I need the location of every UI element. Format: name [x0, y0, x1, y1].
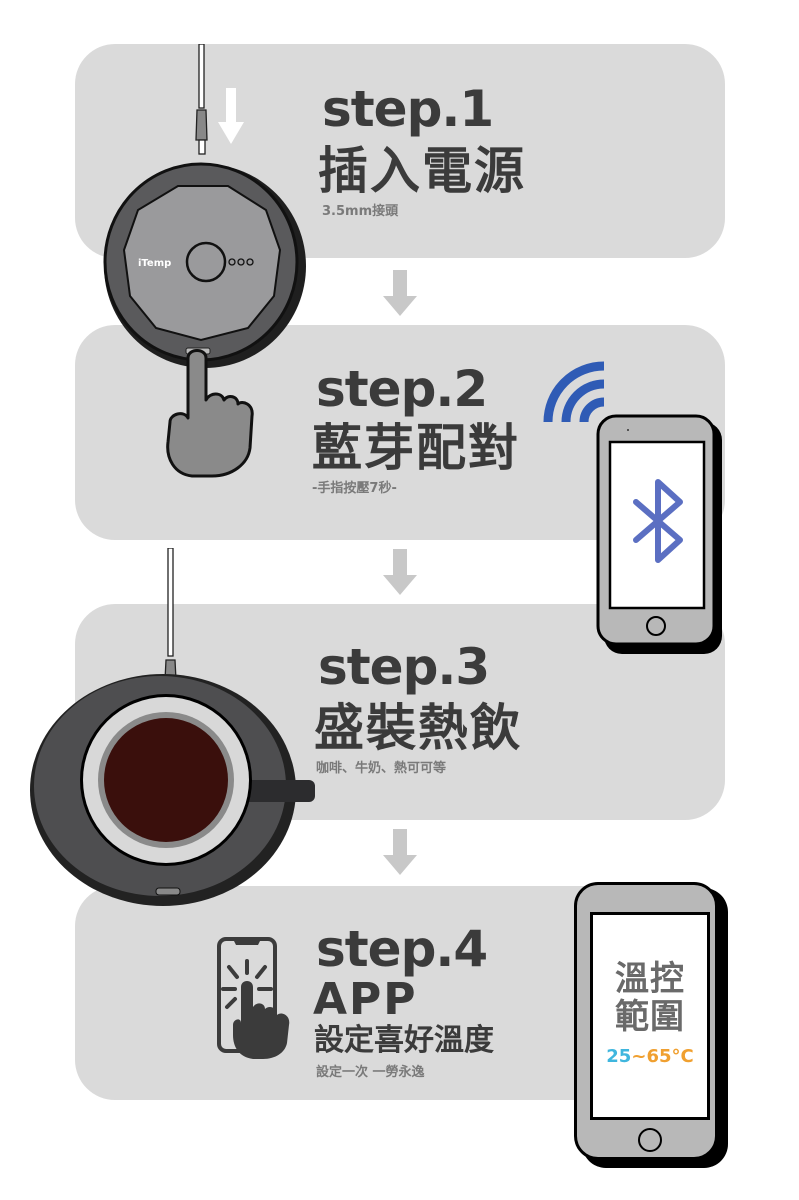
down-arrow-icon	[383, 829, 417, 875]
temp-separator: ~	[631, 1046, 647, 1067]
wifi-signal-icon	[543, 361, 605, 423]
insert-arrow-icon	[218, 88, 244, 144]
pointing-hand-icon	[166, 349, 254, 478]
phone-temperature-range: 溫控 範圍 25~65°C	[572, 880, 732, 1170]
temperature-range: 25~65°C	[590, 1046, 710, 1067]
step-1-subtitle: 3.5mm接頭	[322, 204, 399, 219]
power-cable-icon	[195, 44, 208, 155]
step-2-subtitle: -手指按壓7秒-	[312, 481, 397, 496]
screen-line-1: 溫控	[615, 959, 685, 999]
phone-touch-icon	[217, 937, 290, 1059]
screen-line-2: 範圍	[615, 997, 685, 1037]
temp-high: 65°C	[646, 1046, 694, 1067]
down-arrow-icon	[383, 270, 417, 316]
itemp-device-top: iTemp	[103, 162, 306, 368]
step-4-heading: APP	[313, 974, 418, 1025]
bluetooth-icon	[633, 479, 683, 563]
step-4-subtitle: 設定一次 一勞永逸	[316, 1065, 425, 1080]
temp-low: 25	[606, 1046, 632, 1067]
device-brand-label: iTemp	[138, 258, 171, 269]
phone-bluetooth	[596, 414, 722, 654]
down-arrow-icon	[383, 549, 417, 595]
step-4-heading-2: 設定喜好溫度	[314, 1023, 494, 1058]
step-2-heading: 藍芽配對	[312, 419, 520, 477]
step-3-subtitle: 咖啡、牛奶、熱可可等	[316, 761, 447, 776]
step-2-title: step.2	[316, 360, 488, 418]
power-cable-icon	[164, 548, 177, 680]
step-3-title: step.3	[318, 638, 490, 696]
step-3-heading: 盛裝熱飲	[314, 699, 522, 757]
home-button	[638, 1128, 662, 1152]
step-1-title: step.1	[322, 80, 494, 138]
step-4-title: step.4	[316, 920, 488, 978]
step-1-heading: 插入電源	[318, 142, 526, 200]
coffee-cup-on-warmer	[30, 674, 315, 906]
